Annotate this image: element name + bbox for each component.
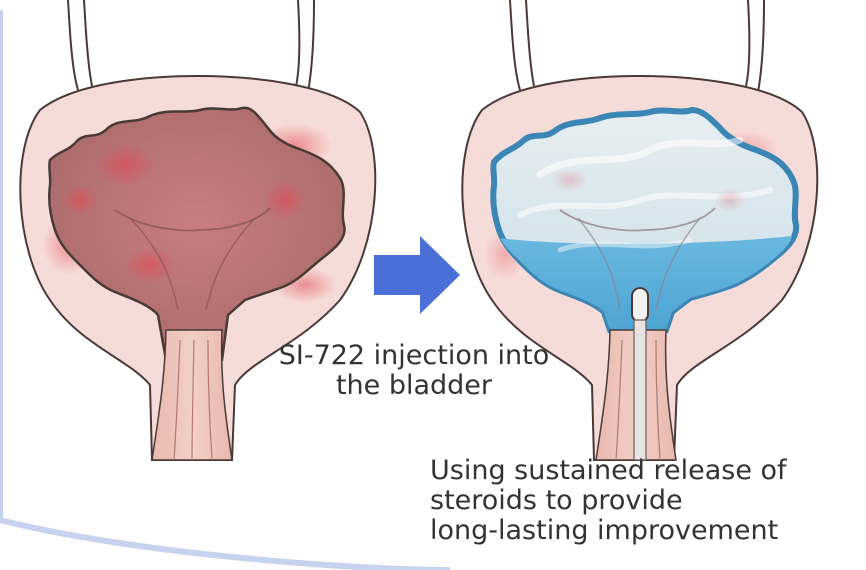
right-ureter-inner [758,0,764,92]
right-ureter [296,0,299,86]
caption-injection: SI-722 injection into the bladder [238,341,590,401]
left-ureter [68,0,78,90]
right-ureter-inner [308,0,314,92]
right-arrow-icon [374,236,460,314]
inflamed-spot [263,180,307,220]
caption-line: steroids to provide [430,486,866,516]
caption-line: SI-722 injection into [238,341,590,371]
right-ureter [746,0,749,86]
caption-line: Using sustained release of [430,456,866,486]
caption-release: Using sustained release of steroids to p… [430,456,866,546]
inflamed-spot [62,184,98,216]
caption-line: the bladder [238,371,590,401]
residual-inflammation [714,188,746,212]
catheter-tube [634,320,646,460]
left-ureter [510,0,520,90]
inflamed-spot [95,143,155,187]
catheter-icon [632,288,648,322]
left-ureter-inner [84,0,92,86]
left-ureter-inner [526,0,534,86]
caption-line: long-lasting improvement [430,516,866,546]
residual-inflammation [552,168,588,192]
